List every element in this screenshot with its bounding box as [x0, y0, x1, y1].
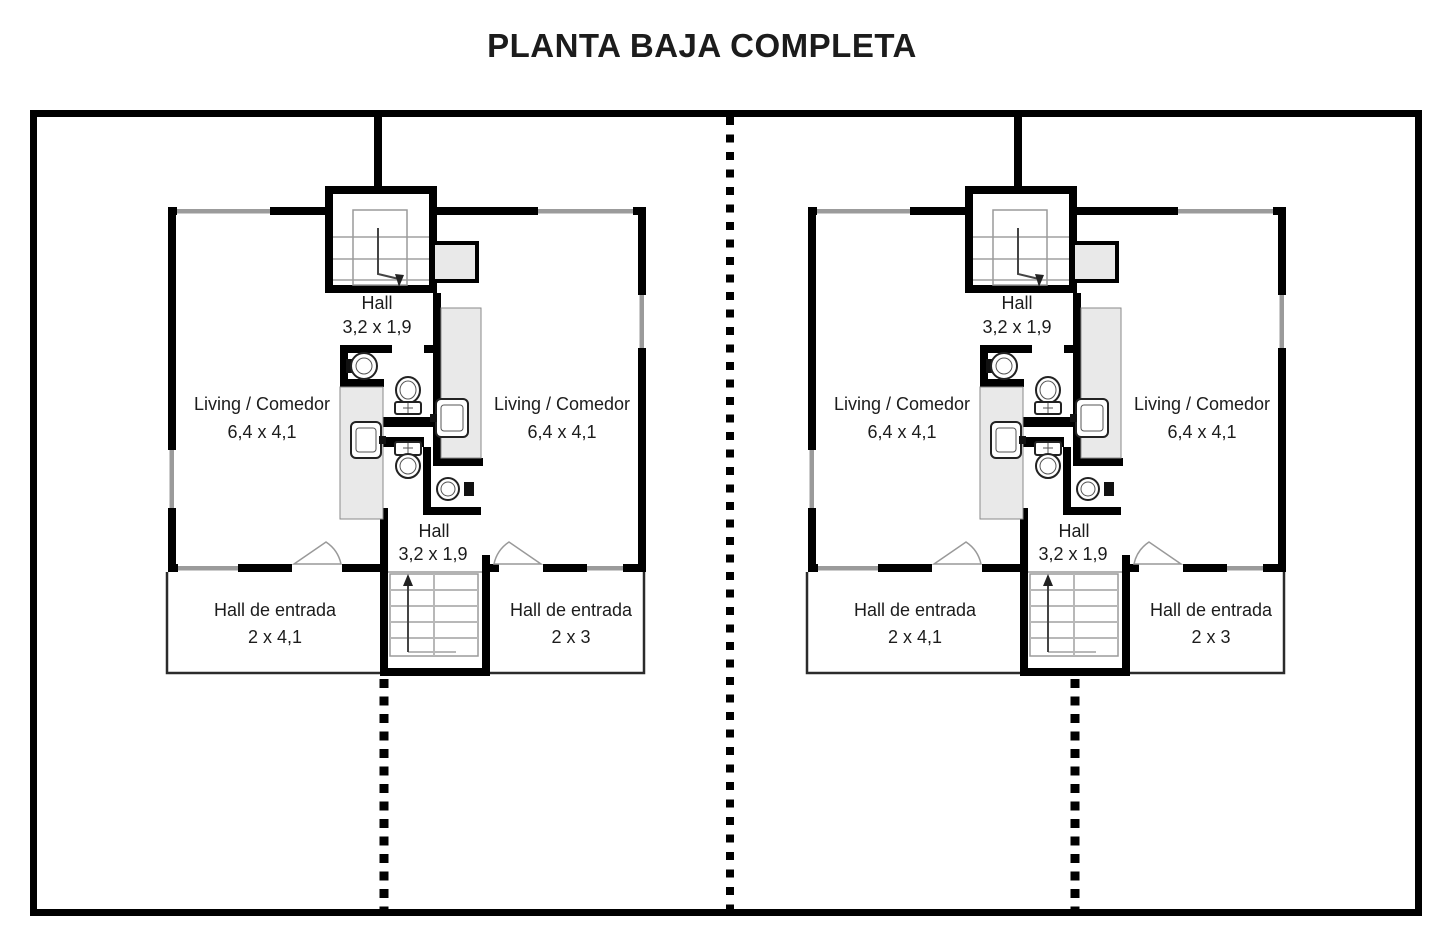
room-label-hall-bottom: Hall: [1058, 521, 1089, 541]
room-label-hall-top: Hall: [361, 293, 392, 313]
room-dims-entrada-left: 2 x 4,1: [888, 627, 942, 647]
page-title: PLANTA BAJA COMPLETA: [487, 27, 917, 64]
room-dims-hall-bottom: 3,2 x 1,9: [1038, 544, 1107, 564]
unit-right-labels: Hall 3,2 x 1,9 Living / Comedor 6,4 x 4,…: [834, 293, 1273, 647]
room-dims-entrada-right: 2 x 3: [1191, 627, 1230, 647]
room-label-entrada-right: Hall de entrada: [1150, 600, 1273, 620]
room-label-entrada-right: Hall de entrada: [510, 600, 633, 620]
room-label-entrada-left: Hall de entrada: [854, 600, 977, 620]
room-label-entrada-left: Hall de entrada: [214, 600, 337, 620]
outer-border: [30, 110, 1422, 916]
room-label-hall-bottom: Hall: [418, 521, 449, 541]
room-dims-hall-bottom: 3,2 x 1,9: [398, 544, 467, 564]
room-label-living-left: Living / Comedor: [834, 394, 970, 414]
room-label-hall-top: Hall: [1001, 293, 1032, 313]
unit-left-labels: Hall 3,2 x 1,9 Living / Comedor 6,4 x 4,…: [194, 293, 633, 647]
room-dims-living-left: 6,4 x 4,1: [227, 422, 296, 442]
room-dims-hall-top: 3,2 x 1,9: [342, 317, 411, 337]
room-label-living-right: Living / Comedor: [1134, 394, 1270, 414]
room-dims-entrada-left: 2 x 4,1: [248, 627, 302, 647]
division-lines: [379, 117, 1080, 910]
room-dims-living-right: 6,4 x 4,1: [527, 422, 596, 442]
room-dims-living-left: 6,4 x 4,1: [867, 422, 936, 442]
room-dims-entrada-right: 2 x 3: [551, 627, 590, 647]
room-dims-living-right: 6,4 x 4,1: [1167, 422, 1236, 442]
room-dims-hall-top: 3,2 x 1,9: [982, 317, 1051, 337]
room-label-living-right: Living / Comedor: [494, 394, 630, 414]
room-label-living-left: Living / Comedor: [194, 394, 330, 414]
